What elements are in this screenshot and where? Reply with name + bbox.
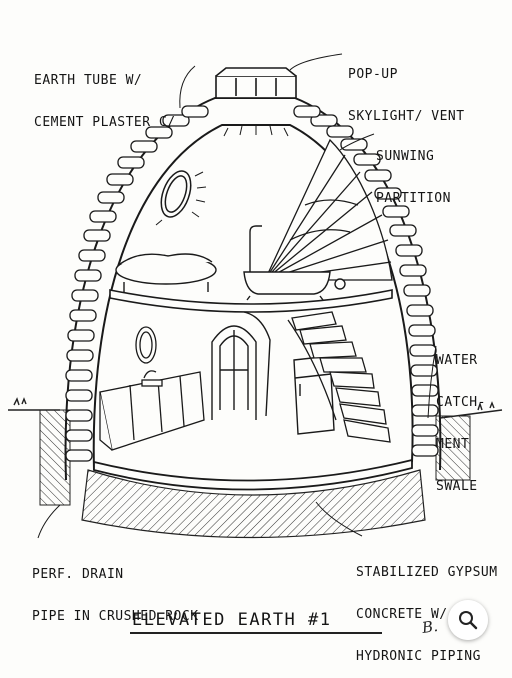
label-sunwing-line1: SUNWING — [376, 149, 435, 164]
zoom-search-icon — [459, 611, 478, 630]
label-water-swale: WATER CATCH- MENT SWALE — [436, 326, 486, 508]
arched-door — [211, 311, 271, 420]
label-water-line1: WATER — [436, 353, 478, 368]
round-window — [155, 170, 207, 226]
label-sunwing-line2: PARTITION — [376, 191, 451, 206]
label-drain-line1: PERF. DRAIN — [32, 567, 124, 582]
label-earth-tube-line2: CEMENT PLASTER C/ — [34, 115, 176, 130]
bathtub — [243, 225, 346, 301]
label-gypsum-line1: STABILIZED GYPSUM — [356, 565, 498, 580]
lower-floor — [93, 458, 413, 491]
label-sunwing: SUNWING PARTITION — [376, 122, 451, 220]
bed — [115, 253, 217, 292]
zoom-button[interactable] — [448, 600, 488, 640]
label-earth-tube: EARTH TUBE W/ CEMENT PLASTER C/ — [34, 46, 176, 144]
label-water-line2: CATCH- — [436, 395, 486, 410]
label-skylight-line2: SKYLIGHT/ VENT — [348, 109, 465, 124]
drawing-title: ELEVATED EARTH #1 — [132, 610, 332, 630]
earth-tube-segments — [65, 105, 439, 462]
label-gypsum-line3: HYDRONIC PIPING — [356, 649, 481, 664]
artist-signature: B. — [420, 616, 439, 638]
title-underline — [130, 632, 382, 634]
label-perf-drain: PERF. DRAIN PIPE IN CRUSHED ROCK — [32, 540, 199, 638]
label-water-line4: SWALE — [436, 479, 478, 494]
upper-floor — [109, 289, 393, 313]
kitchen-counter — [99, 326, 205, 451]
pop-up-skylight — [215, 67, 297, 137]
diagram-canvas: EARTH TUBE W/ CEMENT PLASTER C/ POP-UP S… — [8, 40, 503, 664]
foundation-hatch — [39, 409, 471, 539]
label-skylight-line1: POP-UP — [348, 67, 398, 82]
label-water-line3: MENT — [436, 437, 470, 452]
dome-cross-section-drawing — [8, 53, 503, 539]
leader-lines — [37, 53, 437, 539]
label-drain-line2: PIPE IN CRUSHED ROCK — [32, 609, 199, 624]
label-earth-tube-line1: EARTH TUBE W/ — [34, 73, 143, 88]
label-skylight: POP-UP SKYLIGHT/ VENT — [348, 40, 465, 138]
spiral-stairs — [287, 311, 391, 443]
label-gypsum-line2: CONCRETE W/ — [356, 607, 448, 622]
